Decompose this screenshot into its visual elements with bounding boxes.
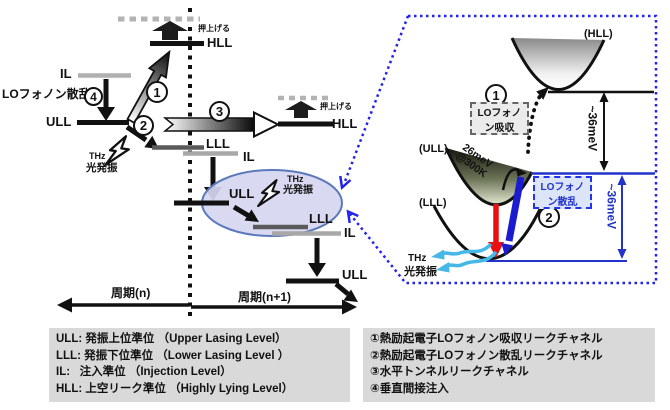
lo-phonon-absorption-line2: ン吸収 bbox=[484, 122, 515, 134]
lo-phonon-scatter-line1: LOフォノ bbox=[540, 181, 585, 193]
hll-label-left: HLL bbox=[207, 35, 233, 50]
period-n1-label: 周期(n+1) bbox=[238, 290, 292, 304]
injection-arrow-bottom bbox=[308, 238, 326, 277]
hll-parabola bbox=[510, 37, 654, 94]
energy-gap-arrow-bottom bbox=[617, 175, 627, 259]
hll-label-right: HLL bbox=[332, 116, 358, 131]
lo-phonon-scatter-label: LOフォノン散乱 bbox=[2, 87, 91, 101]
legend-row-channel-4: ④垂直間接注入 bbox=[370, 382, 449, 395]
lll-label-panel: (LLL) bbox=[419, 197, 447, 209]
legend-row-lll: LLL: 発振下位準位 （Lower Lasing Level ） bbox=[56, 349, 290, 362]
ull-label-n1: ULL bbox=[229, 186, 255, 201]
thz-label-panel-1: THz bbox=[408, 253, 427, 264]
radiative-red-arrow bbox=[488, 204, 504, 258]
blue-level-lines bbox=[486, 172, 655, 262]
marker-2-circle-panel: 2 bbox=[538, 206, 560, 228]
push-up-label-left: 押上げる bbox=[198, 24, 230, 33]
il-label-left: IL bbox=[60, 66, 72, 81]
legend-row-channel-3: ③水平トンネルリークチャネル bbox=[370, 366, 529, 378]
lll-label-n1: LLL bbox=[309, 211, 333, 226]
period-n-label: 周期(n) bbox=[111, 286, 151, 300]
energy-36mev-bottom-label: ~36meV bbox=[604, 183, 619, 230]
phonon-scatter-blue-arrow bbox=[501, 176, 525, 256]
ull-label-panel: (ULL) bbox=[419, 143, 448, 155]
thz-emission-wavy-arrows bbox=[431, 242, 498, 273]
push-up-arrow-right bbox=[285, 101, 317, 118]
thz-lightning-left bbox=[104, 135, 130, 166]
thz-label-left-2: 光発振 bbox=[86, 162, 118, 174]
legend-row-channel-1: ①熱励起電子LOフォノン吸収リークチャネル bbox=[370, 333, 603, 345]
marker-1-circle: 1 bbox=[146, 81, 168, 103]
legend-level-definitions: ULL: 発振上位準位 （Upper Lasing Level） LLL: 発振… bbox=[49, 328, 350, 402]
phonon-absorption-dotted-arrow bbox=[526, 87, 549, 154]
cascade-arrow-bottom bbox=[334, 282, 358, 302]
legend-row-channel-2: ②熱励起電子LOフォノン散乱リークチャネル bbox=[370, 349, 603, 362]
legend-leak-channels: ①熱励起電子LOフォノン吸収リークチャネル ②熱励起電子LOフォノン散乱リークチ… bbox=[363, 328, 655, 402]
thz-label-ellipse-1: THz bbox=[287, 174, 304, 184]
legend-row-il: IL: 注入準位 （Injection Level） bbox=[56, 366, 232, 378]
period-n1-axis-arrow bbox=[191, 299, 357, 315]
thz-lightning-ellipse bbox=[257, 178, 281, 208]
marker-2-circle: 2 bbox=[133, 115, 154, 136]
intrawell-relax-curved-arrow bbox=[501, 167, 527, 191]
il-label-n1: IL bbox=[344, 225, 356, 240]
lo-phonon-absorption-line1: LOフォノ bbox=[477, 107, 522, 119]
thz-label-ellipse-2: 光発振 bbox=[283, 185, 313, 196]
energy-36mev-top-label: ~36meV bbox=[585, 105, 600, 152]
ull-label-left: ULL bbox=[46, 114, 72, 129]
ull-label-bottom: ULL bbox=[342, 267, 368, 282]
legend-row-ull: ULL: 発振上位準位 （Upper Lasing Level） bbox=[56, 333, 287, 345]
marker-4-circle: 4 bbox=[84, 87, 103, 106]
injection-arrow-4 bbox=[97, 79, 115, 121]
hll-label-panel: (HLL) bbox=[584, 28, 613, 40]
hll-left-group bbox=[118, 16, 204, 46]
hll-right-group bbox=[278, 95, 333, 127]
thz-label-panel-2: 光発振 bbox=[404, 266, 437, 278]
lo-phonon-absorption-box: LOフォノ ン吸収 bbox=[470, 102, 529, 135]
callout-box-border bbox=[339, 14, 658, 285]
il-label-mid: IL bbox=[243, 149, 255, 164]
lo-phonon-scatter-box: LOフォノ ン散乱 bbox=[533, 176, 592, 209]
legend-row-hll: HLL: 上空リーク準位 （Highly Lying Level） bbox=[56, 382, 294, 395]
push-up-label-right: 押上げる bbox=[320, 102, 352, 111]
leak-arrow-3 bbox=[162, 110, 281, 139]
marker-3-circle: 3 bbox=[209, 101, 230, 122]
push-up-arrow-left bbox=[152, 21, 188, 40]
lo-phonon-scatter-line2: ン散乱 bbox=[547, 196, 578, 208]
lll-parabola bbox=[432, 191, 550, 261]
lll-label-left: LLL bbox=[206, 136, 230, 151]
lasing-transition-arrow bbox=[232, 204, 259, 222]
thz-label-left-1: THz bbox=[89, 151, 106, 161]
period-n-axis-arrow bbox=[57, 297, 189, 313]
energy-gap-arrow-top bbox=[599, 92, 609, 171]
